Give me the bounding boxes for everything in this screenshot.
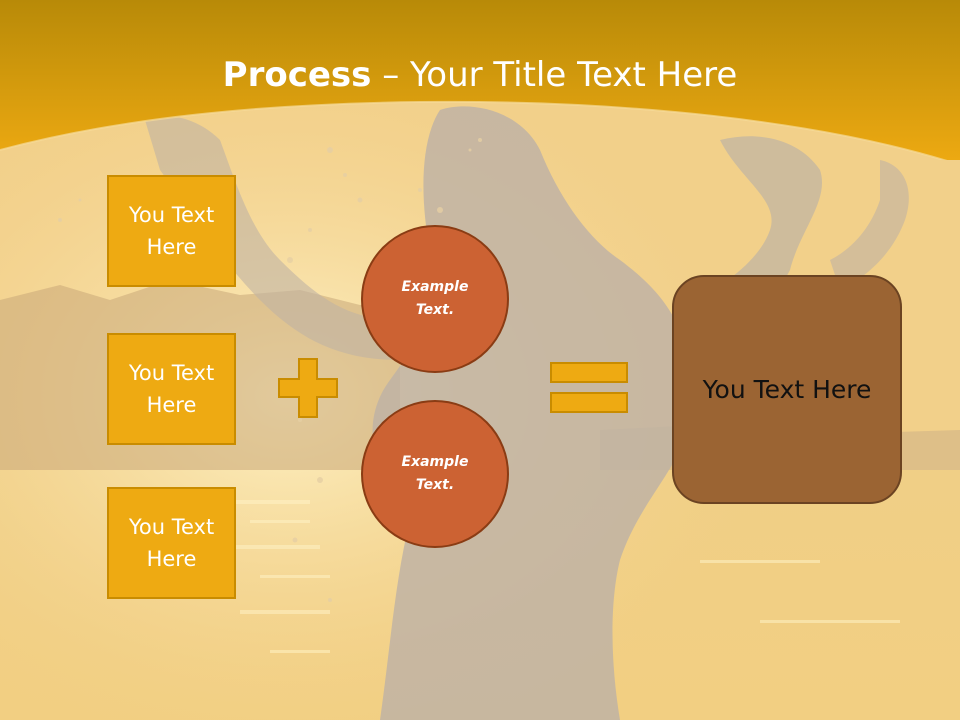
equals-icon	[550, 362, 628, 413]
title-separator: –	[371, 55, 411, 95]
example-circle-1[interactable]: Example Text.	[361, 225, 509, 373]
text-box-3[interactable]: You Text Here	[107, 487, 236, 599]
plus-icon	[278, 358, 338, 418]
page-title: Process – Your Title Text Here	[0, 52, 960, 98]
text-box-label: You Text Here	[128, 515, 215, 571]
text-box-1[interactable]: You Text Here	[107, 175, 236, 287]
title-bold: Process	[222, 55, 372, 95]
title-rest: Your Title Text Here	[410, 55, 738, 95]
circle-label: Example Text.	[401, 279, 469, 318]
header-banner	[0, 0, 960, 160]
text-box-2[interactable]: You Text Here	[107, 333, 236, 445]
text-box-label: You Text Here	[128, 361, 215, 417]
result-label: You Text Here	[702, 375, 872, 404]
result-box[interactable]: You Text Here	[672, 275, 902, 504]
text-box-label: You Text Here	[128, 203, 215, 259]
circle-label: Example Text.	[401, 454, 469, 493]
example-circle-2[interactable]: Example Text.	[361, 400, 509, 548]
